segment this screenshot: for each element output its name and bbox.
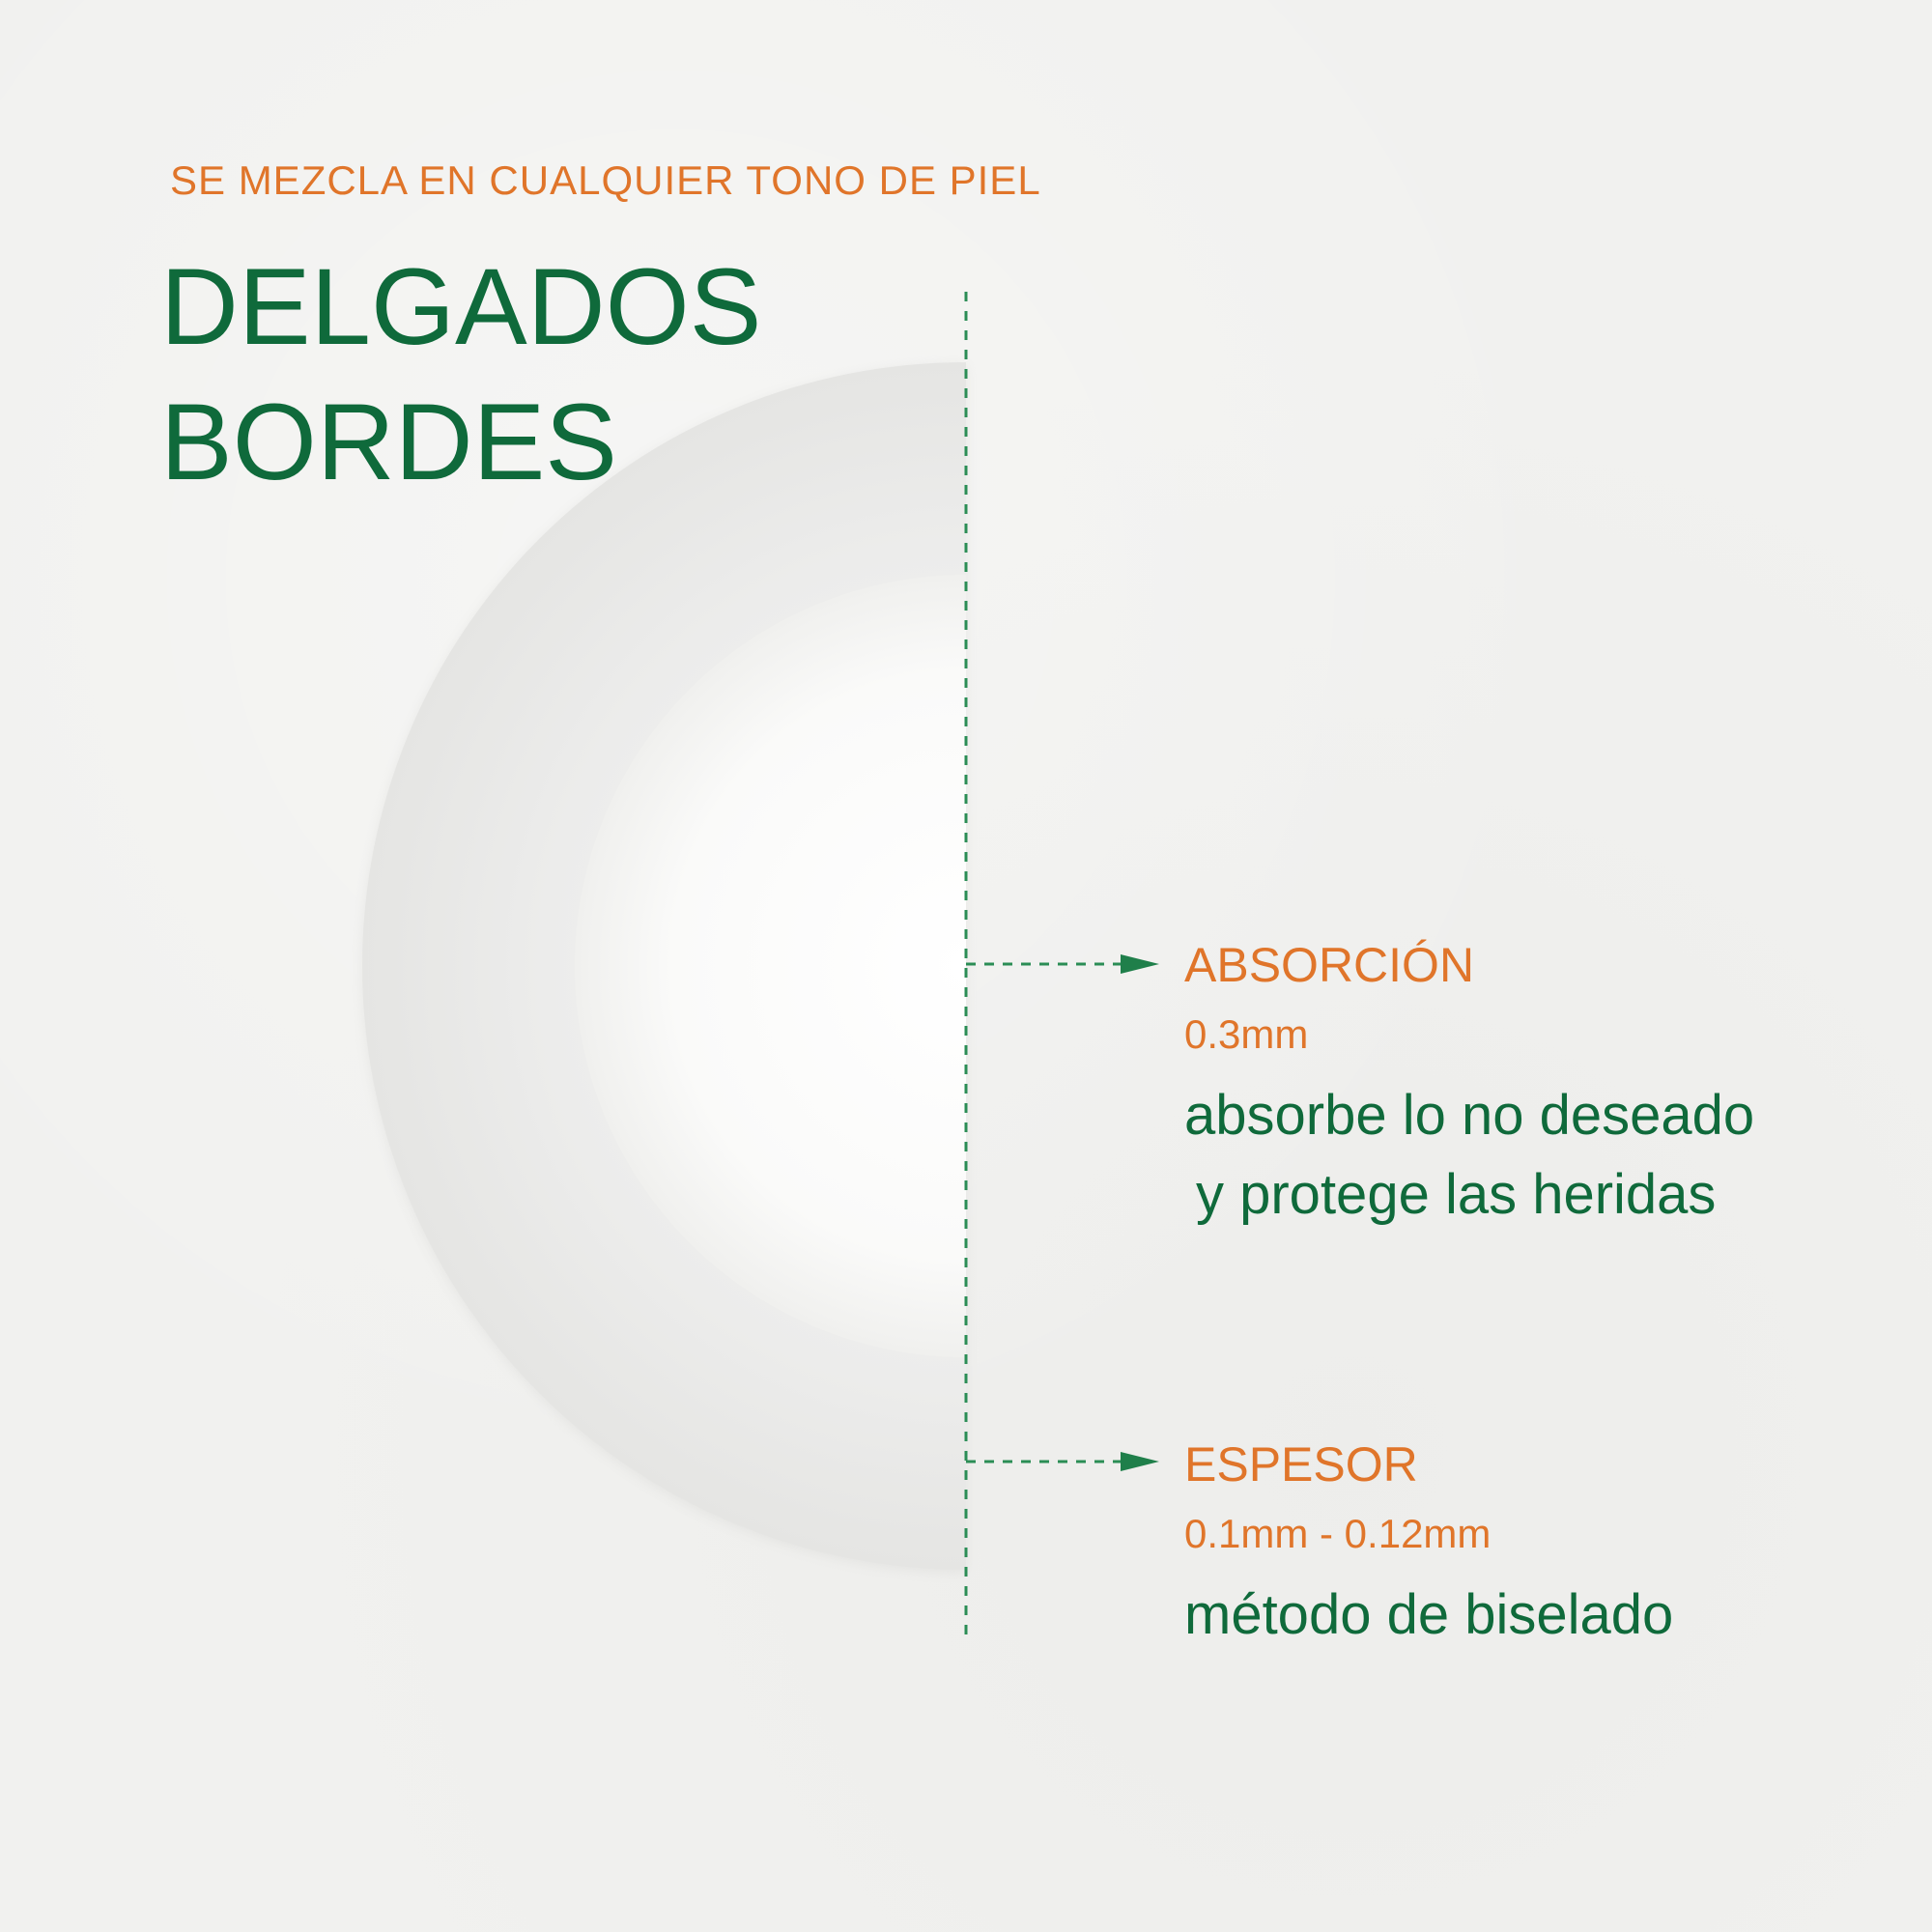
- espesor-description: método de biselado: [1184, 1583, 1674, 1646]
- absorcion-measure: 0.3mm: [1184, 1011, 1309, 1057]
- absorcion-label-block: ABSORCIÓN 0.3mm absorbe lo no deseado y …: [1184, 937, 1861, 1235]
- absorcion-description-line-2: y protege las heridas: [1196, 1163, 1717, 1226]
- headline: DELGADOS BORDES: [160, 240, 952, 510]
- outer-ring-shape: [362, 362, 966, 1570]
- eyebrow-text: SE MEZCLA EN CUALQUIER TONO DE PIEL: [170, 157, 1041, 203]
- espesor-measure: 0.1mm - 0.12mm: [1184, 1511, 1492, 1556]
- absorcion-title: ABSORCIÓN: [1184, 938, 1475, 992]
- espesor-label-block: ESPESOR 0.1mm - 0.12mm método de biselad…: [1184, 1436, 1861, 1655]
- inner-disk-shape: [575, 575, 966, 1357]
- absorcion-arrow-icon: [1121, 954, 1159, 974]
- absorcion-description: absorbe lo no deseado y protege las heri…: [1184, 1076, 1861, 1235]
- espesor-arrow-icon: [1121, 1452, 1159, 1471]
- headline-line-1: DELGADOS: [160, 246, 762, 367]
- headline-line-2: BORDES: [160, 382, 617, 502]
- espesor-title: ESPESOR: [1184, 1437, 1418, 1492]
- absorcion-description-line-1: absorbe lo no deseado: [1184, 1084, 1755, 1147]
